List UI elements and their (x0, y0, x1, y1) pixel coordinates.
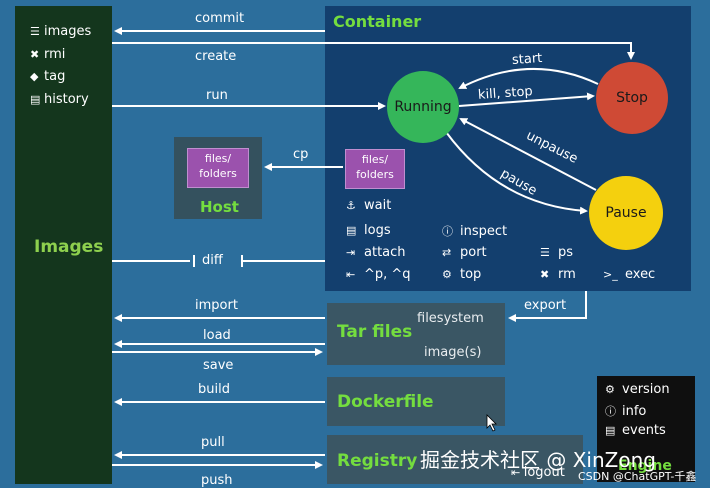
login-icon: ⇥ (346, 246, 356, 259)
cmd-logs: ▤logs (346, 223, 391, 238)
tar-files-box (327, 303, 505, 365)
container-title: Container (333, 12, 422, 31)
unpause-arrow (459, 118, 597, 191)
push-label: push (201, 473, 233, 488)
menu-item-tag: ◆tag (30, 66, 91, 89)
state-pause: Pause (589, 176, 663, 250)
images-title: Images (34, 237, 104, 257)
state-stop: Stop (596, 62, 668, 134)
run-label: run (206, 88, 228, 103)
create-arrow (112, 42, 635, 60)
info-icon: ⓘ (442, 225, 453, 238)
dockerfile-box (327, 377, 505, 426)
cmd-detach: ⇤^p, ^q (346, 267, 411, 282)
gear-icon: ⚙ (605, 383, 615, 396)
registry-box (327, 435, 583, 484)
anchor-icon: ⚓ (346, 199, 356, 212)
cmd-wait: ⚓wait (346, 198, 392, 213)
cmd-rm: ✖rm (540, 267, 576, 282)
info-icon: ⓘ (605, 405, 616, 418)
start-arrow (458, 67, 599, 89)
create-label: create (195, 49, 237, 64)
document-icon: ▤ (30, 92, 41, 106)
kill-stop-arrow (458, 92, 595, 107)
cmd-attach: ⇥attach (346, 245, 406, 260)
pull-label: pull (201, 435, 225, 450)
pause-arrow (445, 131, 588, 215)
menu-item-rmi: ✖rmi (30, 44, 91, 67)
images-menu: ☰images ✖rmi ◆tag ▤history (30, 21, 91, 111)
logout-icon: ⇤ (346, 268, 356, 281)
terminal-icon: >_ (603, 268, 618, 281)
engine-events: ▤events (605, 423, 666, 438)
registry-logout: ⇤ logout (511, 465, 565, 480)
document-icon: ▤ (346, 224, 357, 237)
export-label: export (524, 298, 567, 313)
registry-title: Registry (337, 451, 418, 471)
save-label: save (203, 358, 234, 373)
exchange-icon: ⇄ (442, 246, 452, 259)
menu-item-history: ▤history (30, 89, 91, 112)
mouse-cursor-icon (486, 414, 497, 432)
list-icon: ☰ (30, 25, 40, 38)
engine-box (597, 376, 695, 482)
host-files: files/ folders (187, 148, 249, 188)
cmd-exec: >_exec (603, 267, 656, 282)
state-running: Running (387, 71, 459, 143)
cmd-port: ⇄port (442, 245, 487, 260)
container-files: files/ folders (345, 149, 405, 189)
list-icon: ☰ (540, 246, 550, 259)
menu-item-images: ☰images (30, 21, 91, 44)
cmd-ps: ☰ps (540, 245, 574, 260)
tar-files-title: Tar files (337, 322, 413, 342)
load-label: load (203, 328, 231, 343)
gears-icon: ⚙ (442, 268, 452, 281)
images-panel (15, 6, 112, 484)
tar-images: image(s) (424, 345, 482, 360)
export-arrow (508, 291, 587, 322)
engine-title: Engine (618, 458, 672, 474)
import-label: import (195, 298, 238, 313)
logout-icon: ⇤ (511, 466, 524, 479)
diff-label: diff (202, 253, 223, 268)
cp-label: cp (293, 147, 309, 162)
document-icon: ▤ (605, 424, 616, 437)
tag-icon: ◆ (30, 70, 39, 83)
build-label: build (198, 382, 230, 397)
host-title: Host (200, 198, 239, 216)
tar-filesystem: filesystem (417, 311, 484, 326)
commit-label: commit (195, 11, 245, 26)
cmd-top: ⚙top (442, 267, 482, 282)
x-icon: ✖ (30, 47, 40, 61)
watermark-main: 掘金技术社区 @ XinZong (420, 448, 656, 472)
engine-version: ⚙version (605, 382, 670, 397)
watermark-sub: CSDN @ChatGPT-千鑫 (578, 470, 697, 483)
x-icon: ✖ (540, 268, 550, 281)
dockerfile-title: Dockerfile (337, 392, 434, 412)
